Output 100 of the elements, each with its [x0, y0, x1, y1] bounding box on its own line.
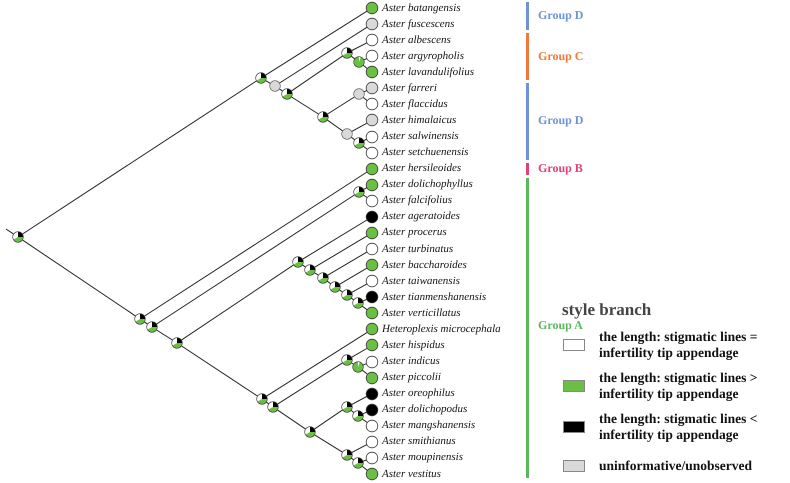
legend-text: the length: stigmatic lines = infertility tip appendage	[599, 329, 758, 361]
ancestral-state-pie	[352, 410, 364, 422]
ancestral-state-pie	[317, 272, 329, 284]
branch-line	[351, 284, 368, 293]
taxon-name: Aster moupinensis	[382, 451, 463, 464]
branch-line	[350, 410, 354, 413]
taxon-name: Aster ageratoides	[382, 210, 460, 224]
ancestral-state-pie	[171, 337, 183, 349]
branch-line	[181, 346, 258, 396]
branch-line	[265, 80, 271, 84]
branch-line	[144, 172, 368, 316]
branch-line	[302, 220, 368, 260]
taxon-name: Aster salwinensis	[382, 130, 459, 144]
taxon-name: Aster taiwanensis	[382, 274, 460, 288]
branch-line	[351, 348, 368, 358]
taxon-name: Aster procerus	[382, 226, 447, 240]
branch-line	[314, 410, 343, 430]
taxon-name: Aster albescens	[382, 34, 451, 47]
taxon-name: Heteroplexis microcephala	[382, 322, 501, 336]
branch-line	[351, 122, 368, 132]
taxon-name: Aster setchuenensis	[382, 146, 468, 160]
branch-line	[364, 58, 367, 60]
ancestral-state-pie	[341, 289, 353, 301]
taxon-name: Aster flaccidus	[382, 98, 448, 111]
taxon-name: Aster hispidus	[382, 338, 445, 352]
ancestral-state-pie	[341, 128, 353, 140]
ancestral-state-pie	[267, 401, 279, 413]
clade-label: Group C	[538, 49, 584, 64]
branch-line	[327, 96, 355, 114]
branch-line	[22, 240, 136, 316]
ancestral-state-pie	[353, 186, 365, 198]
branch-line	[314, 434, 343, 453]
branch-line	[351, 444, 368, 453]
branch-line	[181, 264, 294, 340]
taxon-name: Aster mangshanensis	[382, 419, 476, 432]
ancestral-state-pie	[12, 231, 24, 243]
branch-line	[350, 136, 356, 140]
branch-line	[265, 10, 368, 76]
taxon-name: Aster falcifolius	[382, 194, 452, 208]
taxon-name: Aster turbinatus	[382, 242, 454, 256]
branch-line	[350, 458, 354, 460]
ancestral-state-pie	[353, 137, 365, 149]
ancestral-state-pie	[341, 354, 353, 366]
ancestral-state-pie	[317, 111, 329, 123]
ancestral-state-pie	[304, 426, 316, 438]
clade-label: Group A	[538, 318, 583, 333]
branch-line	[302, 264, 306, 268]
ancestral-state-pie	[352, 297, 364, 309]
branch-line	[362, 466, 368, 471]
taxon-name: Aster lavandulifolius	[382, 66, 474, 79]
branch-line	[327, 120, 343, 132]
branch-line	[266, 332, 368, 397]
taxon-name: Aster argyropholis	[382, 50, 464, 63]
ancestral-state-pie	[134, 313, 146, 325]
branch-line	[362, 64, 368, 70]
branch-line	[362, 418, 368, 423]
branch-line	[350, 298, 354, 300]
taxon-name: Aster farreri	[382, 82, 437, 95]
branch-line	[326, 280, 332, 284]
branch-line	[362, 370, 368, 374]
ancestral-state-pie	[256, 393, 268, 405]
branch-line	[6, 228, 14, 234]
legend-text: the length: stigmatic lines < infertility tip appendage	[599, 411, 758, 443]
branch-line	[362, 299, 367, 302]
branch-line	[277, 362, 343, 405]
branch-line	[362, 412, 367, 414]
taxon-name: Aster baccharoides	[382, 258, 467, 272]
branch-line	[351, 396, 368, 405]
taxon-name: Aster vestitus	[382, 468, 441, 481]
ancestral-state-pie	[341, 449, 353, 461]
taxon-name: Aster indicus	[382, 355, 440, 368]
branch-line	[156, 330, 173, 340]
ancestral-state-pie	[281, 88, 293, 100]
ancestral-state-pie	[341, 401, 353, 413]
ancestral-state-pie	[352, 457, 364, 469]
taxon-name: Aster piccolii	[382, 371, 441, 384]
branch-line	[144, 322, 148, 324]
legend-text: the length: stigmatic lines > infertility tip appendage	[599, 370, 758, 402]
ancestral-state-pie	[146, 321, 158, 333]
branch-line	[279, 26, 368, 84]
branch-line	[314, 236, 368, 268]
branch-line	[279, 88, 283, 92]
ancestral-state-pie	[353, 88, 365, 100]
ancestral-state-pie	[329, 281, 341, 293]
ancestral-state-pie	[255, 72, 267, 84]
taxon-name: Aster smithianus	[382, 435, 456, 448]
branch-line	[22, 80, 257, 234]
taxon-name: Aster himalaicus	[382, 114, 456, 127]
branch-line	[277, 410, 306, 430]
legend-title: style branch	[562, 300, 652, 320]
branch-line	[291, 96, 319, 114]
taxon-name: Aster dolichophyllus	[382, 178, 473, 192]
ancestral-state-pie	[269, 80, 281, 92]
ancestral-state-pie	[304, 264, 316, 276]
clade-label: Group B	[538, 161, 583, 176]
taxon-name: Aster verticillatus	[382, 306, 461, 320]
branch-line	[351, 42, 368, 51]
ancestral-state-pie	[292, 256, 304, 268]
branch-line	[291, 56, 343, 92]
clade-label: Group D	[538, 8, 584, 23]
